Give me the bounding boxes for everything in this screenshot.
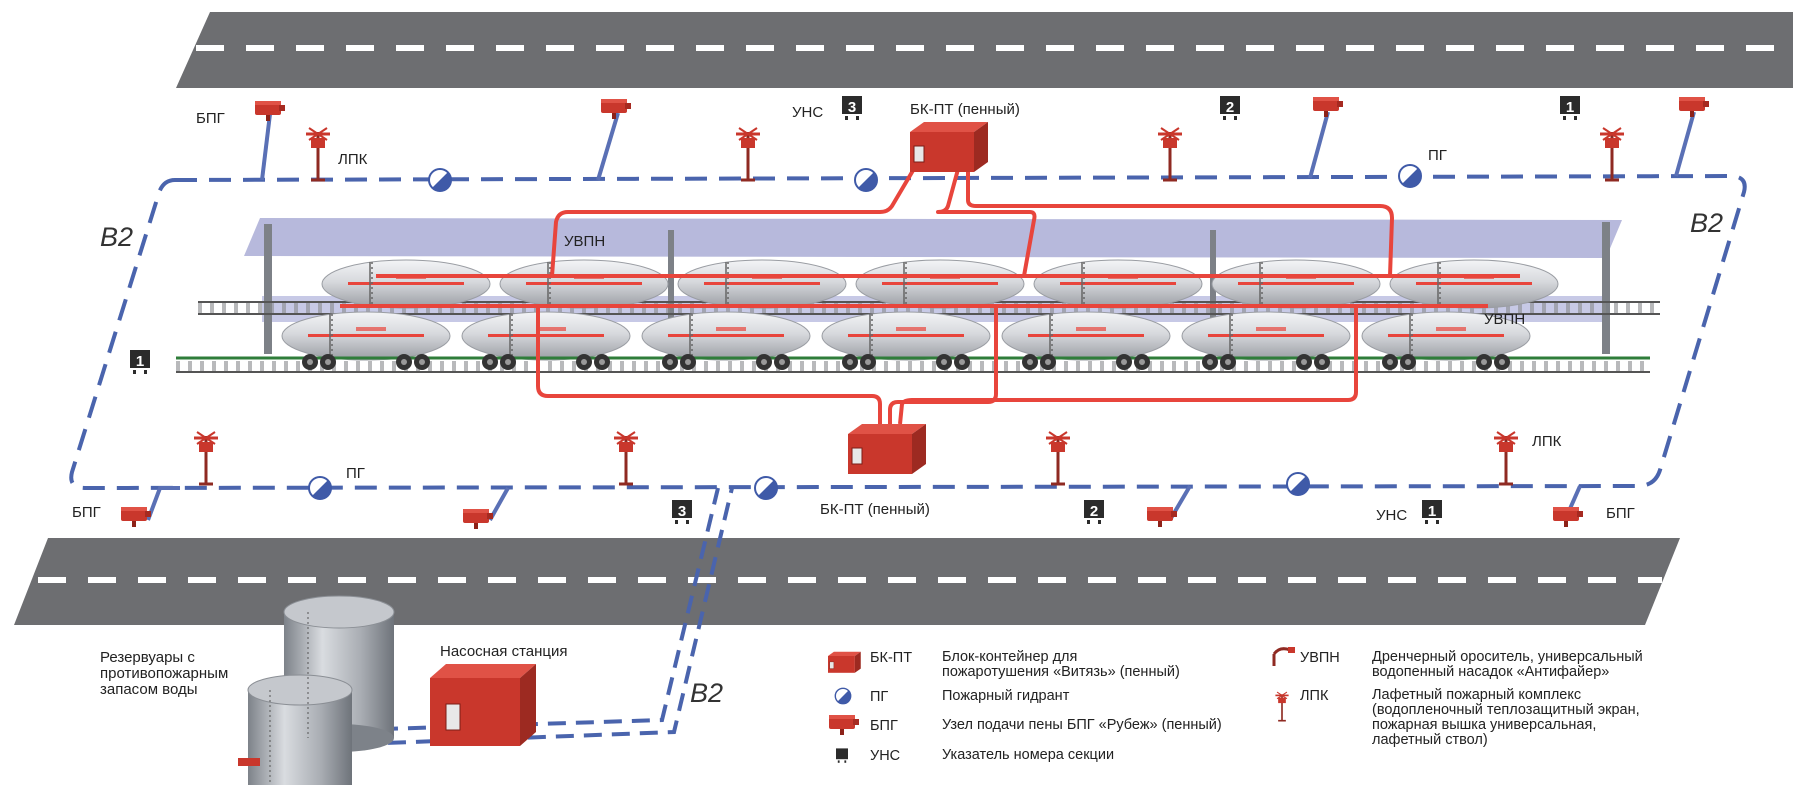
road-top <box>176 12 1793 88</box>
legend-bpg-abbr: БПГ <box>870 718 898 734</box>
label-bpg-bottom-right: БПГ <box>1606 505 1635 522</box>
label-pump-station: Насосная станция <box>440 643 568 660</box>
legend-lpk-desc-line: пожарная вышка универсальная, <box>1372 717 1597 733</box>
legend-bkpt-desc: Блок-контейнер для пожаротушения «Витязь… <box>942 650 1180 680</box>
uns-number: 3 <box>678 503 686 520</box>
label-pg-bottom: ПГ <box>346 465 365 482</box>
label-bpg: БПГ <box>196 110 225 127</box>
label-uns-bottom: УНС <box>1376 507 1407 524</box>
uns-number: 3 <box>848 99 856 116</box>
legend-bpg-desc-line: Узел подачи пены БПГ «Рубеж» (пенный) <box>942 717 1222 733</box>
uns-number: 2 <box>1090 503 1098 520</box>
legend-pg-desc-line: Пожарный гидрант <box>942 688 1070 704</box>
legend-lpk-abbr: ЛПК <box>1300 688 1329 704</box>
legend-lpk-desc: Лафетный пожарный комплекс (водопленочны… <box>1372 688 1640 748</box>
legend-lpk-desc-line: (водопленочный теплозащитный экран, <box>1372 702 1640 718</box>
legend-bpg-desc: Узел подачи пены БПГ «Рубеж» (пенный) <box>942 718 1222 733</box>
label-reservoirs-line1: Резервуары с <box>100 649 195 666</box>
uns-number: 2 <box>1226 99 1234 116</box>
foam-pipelines <box>340 160 1520 425</box>
label-uns: УНС <box>792 104 823 121</box>
label-pg: ПГ <box>1428 147 1447 164</box>
legend-lpk-desc-line: Лафетный пожарный комплекс <box>1372 687 1582 703</box>
legend-uvpn-desc-line: водопенный насадок «Антифайер» <box>1372 664 1610 680</box>
legend-uns-desc: Указатель номера секции <box>942 748 1114 763</box>
label-reservoirs-line3: запасом воды <box>100 681 198 698</box>
label-uvpn-top: УВПН <box>564 233 605 250</box>
legend-bkpt-desc-line: Блок-контейнер для <box>942 649 1078 665</box>
uns-numbers: 3 2 1 1 3 2 1 <box>136 99 1574 520</box>
label-zone-bottom: В2 <box>690 678 723 708</box>
uns-number: 1 <box>136 353 144 370</box>
legend-pg-desc: Пожарный гидрант <box>942 689 1069 704</box>
label-lpk: ЛПК <box>338 151 368 168</box>
label-zone-left: В2 <box>100 222 133 252</box>
legend-uvpn-desc-line: Дренчерный ороситель, универсальный <box>1372 649 1643 665</box>
reservoirs <box>238 595 395 785</box>
zone-perimeter <box>69 173 1747 491</box>
uns-number: 1 <box>1428 503 1436 520</box>
legend-bkpt-desc-line: пожаротушения «Витязь» (пенный) <box>942 664 1180 680</box>
road-bottom <box>14 538 1680 625</box>
pump-supply-lines <box>351 487 734 746</box>
label-bkpt-bottom: БК-ПТ (пенный) <box>820 501 930 518</box>
rail-track-lower <box>176 354 1650 373</box>
label-uvpn-right: УВПН <box>1484 311 1525 328</box>
legend-bkpt-abbr: БК-ПТ <box>870 650 913 666</box>
legend-pg-abbr: ПГ <box>870 689 889 705</box>
legend-icons <box>827 647 1295 763</box>
label-bkpt-top: БК-ПТ (пенный) <box>910 101 1020 118</box>
legend-uns-desc-line: Указатель номера секции <box>942 747 1115 763</box>
legend-lpk-desc-line: лафетный ствол) <box>1372 732 1488 748</box>
legend-uvpn-abbr: УВПН <box>1300 650 1340 666</box>
label-lpk-bottom: ЛПК <box>1532 433 1562 450</box>
legend-uvpn-desc: Дренчерный ороситель, универсальный водо… <box>1372 650 1643 680</box>
pump-station <box>430 664 536 746</box>
label-reservoirs-line2: противопожарным <box>100 665 228 682</box>
legend-uns-abbr: УНС <box>870 748 901 764</box>
label-zone-right: В2 <box>1690 208 1723 238</box>
label-bpg-bottom-left: БПГ <box>72 504 101 521</box>
legend-uvpn-icon <box>1272 647 1295 666</box>
uns-number: 1 <box>1566 99 1574 116</box>
diagram-labels: БПГ ЛПК УНС БК-ПТ (пенный) ПГ УВПН УВПН … <box>72 101 1723 708</box>
